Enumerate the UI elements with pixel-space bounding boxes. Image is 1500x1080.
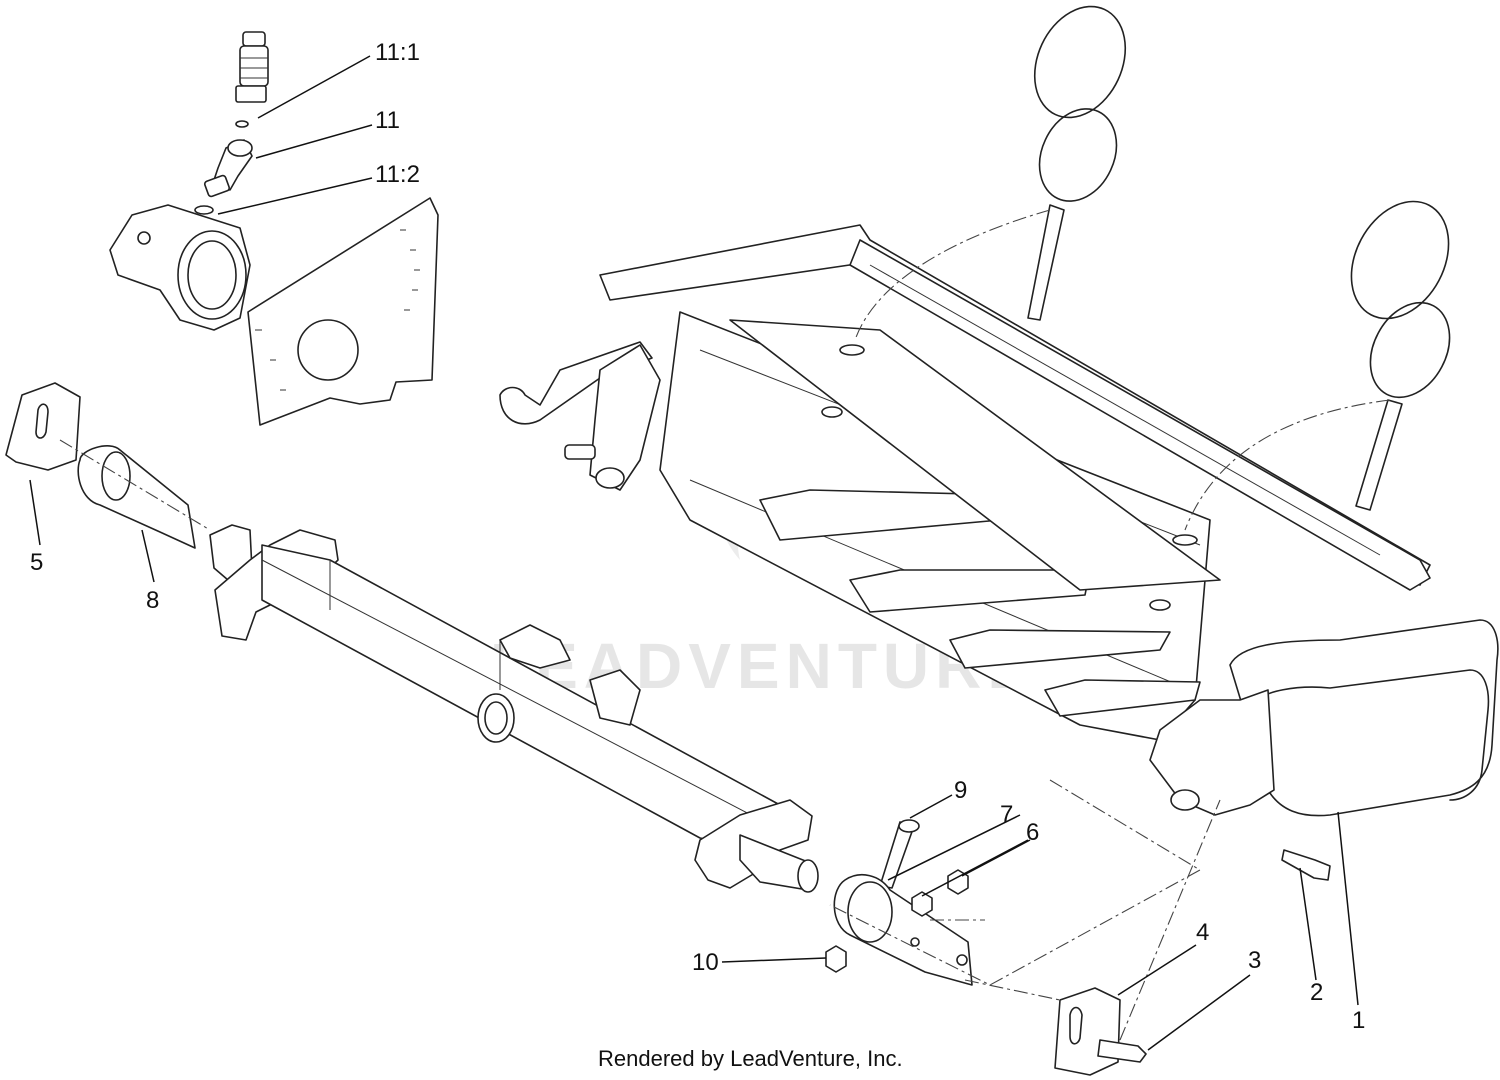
- footer-credit: Rendered by LeadVenture, Inc.: [598, 1046, 903, 1071]
- assembly-lines: [59, 439, 1221, 1041]
- part-elbow-11: [203, 139, 253, 198]
- part-nut-10: [825, 945, 847, 973]
- callout-7: 7: [1000, 801, 1013, 828]
- callout-3: 3: [1248, 947, 1261, 974]
- callout-11-1: 11:1: [375, 39, 420, 66]
- callout-11-2: 11:2: [375, 161, 420, 188]
- part-fitting-11-1: [235, 31, 269, 128]
- part-oring-11-2: [194, 205, 214, 215]
- part-bolt-9-head: [898, 819, 920, 833]
- part-pump-housing: [109, 197, 439, 426]
- part-bolt-3: [1097, 1039, 1147, 1063]
- part-springs: [821, 5, 1451, 611]
- part-frame-1: [499, 224, 1499, 817]
- part-tube-7: [833, 874, 973, 986]
- part-bracket-5: [5, 382, 81, 471]
- part-tube-8: [77, 445, 196, 549]
- callout-9: 9: [954, 777, 967, 804]
- callout-2: 2: [1310, 979, 1323, 1006]
- callout-10: 10: [692, 949, 719, 976]
- leader-lines: [29, 55, 1359, 1051]
- callout-8: 8: [146, 587, 159, 614]
- part-bolt-2: [1281, 849, 1331, 881]
- callout-labels: 11:1 11 11:2 5 8 9 7 6 10 4 3 2 1: [30, 39, 1365, 1034]
- part-bracket-4: [1054, 987, 1121, 1076]
- part-axle-assembly: [209, 524, 819, 893]
- callout-11: 11: [375, 107, 400, 134]
- callout-1: 1: [1352, 1007, 1365, 1034]
- callout-6: 6: [1026, 819, 1039, 846]
- callout-5: 5: [30, 549, 43, 576]
- callout-4: 4: [1196, 919, 1209, 946]
